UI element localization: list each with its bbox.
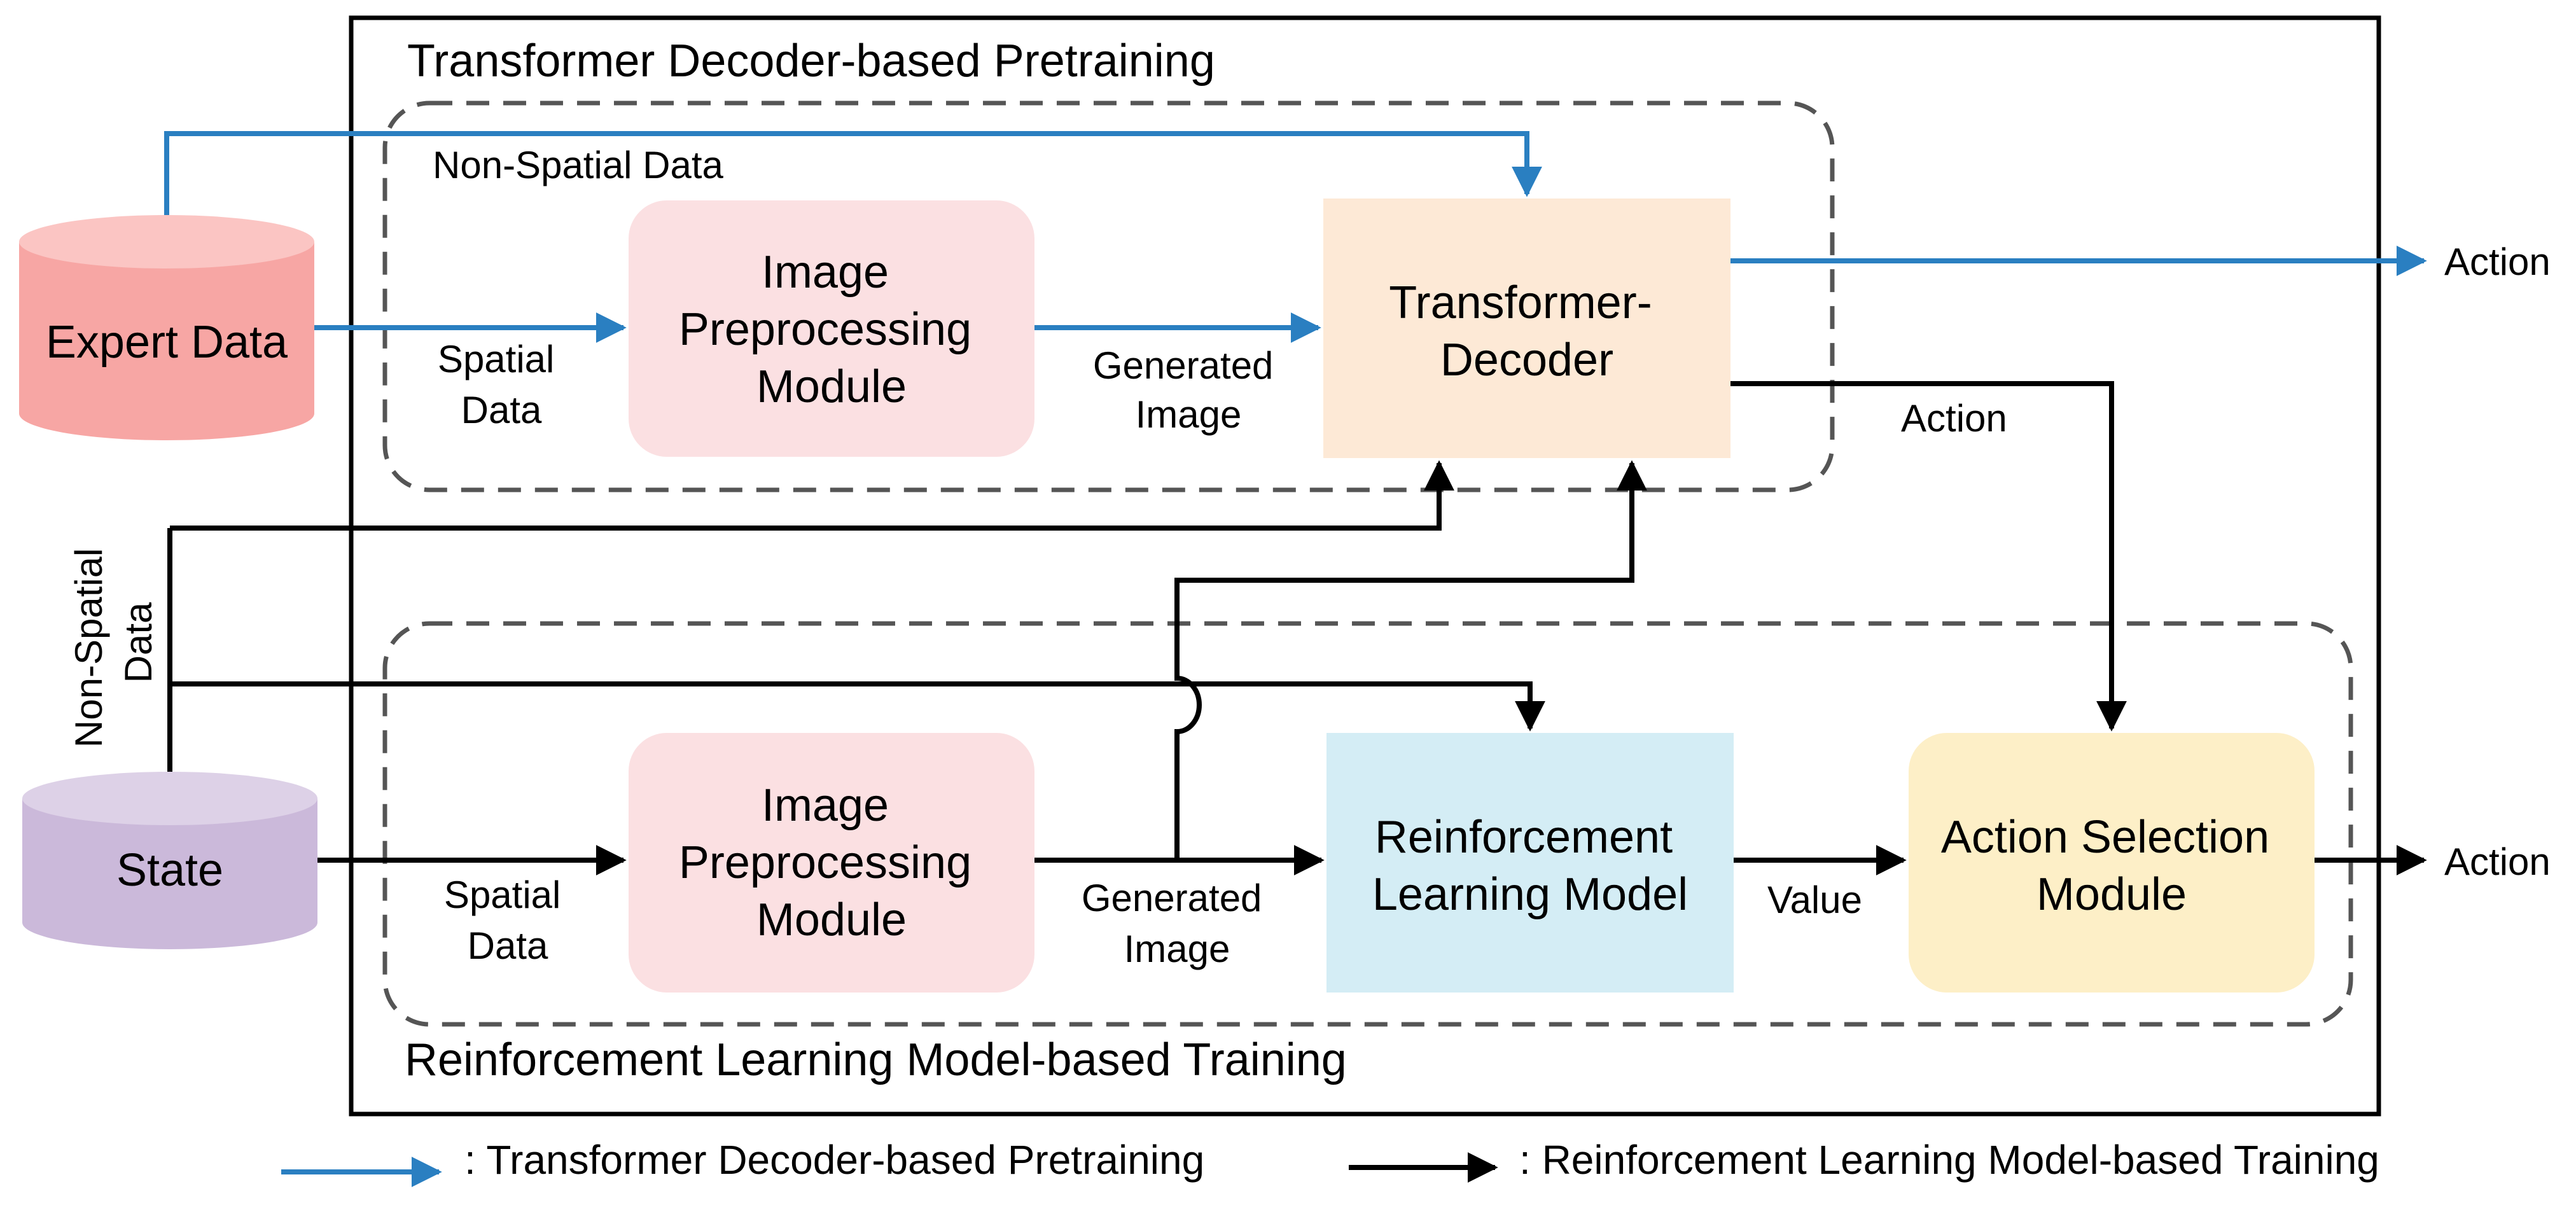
legend-training-label: : Reinforcement Learning Model-based Tra…	[1519, 1137, 2379, 1183]
image-preprocessing-top-box	[629, 200, 1034, 457]
transformer-decoder-label: Transformer- Decoder	[1389, 277, 1664, 386]
label-action-output-bottom: Action	[2444, 840, 2551, 883]
arrow-expert-to-decoder-nonspatial	[164, 131, 1542, 215]
label-action-mid: Action	[1901, 397, 2007, 440]
pretraining-section-title: Transformer Decoder-based Pretraining	[407, 36, 1215, 87]
image-preprocessing-module-bottom: Image Preprocessing Module	[629, 733, 1034, 993]
outer-frame	[349, 15, 2381, 1117]
action-selection-module: Action Selection Module	[1909, 733, 2315, 993]
transformer-decoder: Transformer- Decoder	[1323, 199, 1730, 458]
expert-data-cylinder-body	[19, 242, 314, 440]
label-non-spatial-left: Non-Spatial Data	[67, 538, 160, 748]
reinforcement-learning-model: Reinforcement Learning Model	[1326, 733, 1734, 993]
label-spatial-data-top: Spatial Data	[438, 338, 565, 431]
expert-data-database: Expert Data	[19, 215, 314, 440]
arrow-state-to-decoder-nonspatial	[170, 460, 1454, 531]
image-preprocessing-module-top: Image Preprocessing Module	[629, 200, 1034, 457]
state-database: State	[22, 772, 317, 949]
image-preprocessing-top-label: Image Preprocessing Module	[679, 247, 984, 412]
state-cylinder-top	[22, 772, 317, 825]
training-section-box	[382, 621, 2353, 1027]
pretraining-section-box	[382, 101, 1835, 492]
reinforcement-learning-model-label: Reinforcement Learning Model	[1372, 812, 1688, 920]
state-label: State	[116, 845, 223, 896]
legend-pretraining-label: : Transformer Decoder-based Pretraining	[464, 1137, 1204, 1183]
arrow-state-to-rl-nonspatial	[170, 681, 1545, 732]
arrow-generated-image-to-decoder	[1174, 460, 1647, 860]
image-preprocessing-bottom-box	[629, 733, 1034, 993]
action-selection-module-label: Action Selection Module	[1941, 812, 2282, 920]
label-spatial-data-bottom: Spatial Data	[444, 874, 571, 967]
training-section-title: Reinforcement Learning Model-based Train…	[405, 1034, 1347, 1085]
action-selection-module-box	[1909, 733, 2315, 993]
legend: : Transformer Decoder-based Pretraining …	[281, 1137, 2379, 1187]
label-generated-image-top: Generated Image	[1093, 344, 1284, 436]
label-action-output-top: Action	[2444, 240, 2551, 283]
label-value: Value	[1767, 879, 1862, 921]
expert-data-label: Expert Data	[46, 317, 288, 368]
label-non-spatial-top: Non-Spatial Data	[433, 144, 724, 186]
expert-data-cylinder-top	[19, 215, 314, 268]
reinforcement-learning-model-box	[1326, 733, 1734, 993]
image-preprocessing-bottom-label: Image Preprocessing Module	[679, 780, 984, 945]
state-cylinder-body	[22, 798, 317, 949]
transformer-decoder-box	[1323, 199, 1730, 458]
arrow-decoder-action-to-selection	[1730, 381, 2127, 732]
label-generated-image-bottom: Generated Image	[1082, 877, 1272, 970]
